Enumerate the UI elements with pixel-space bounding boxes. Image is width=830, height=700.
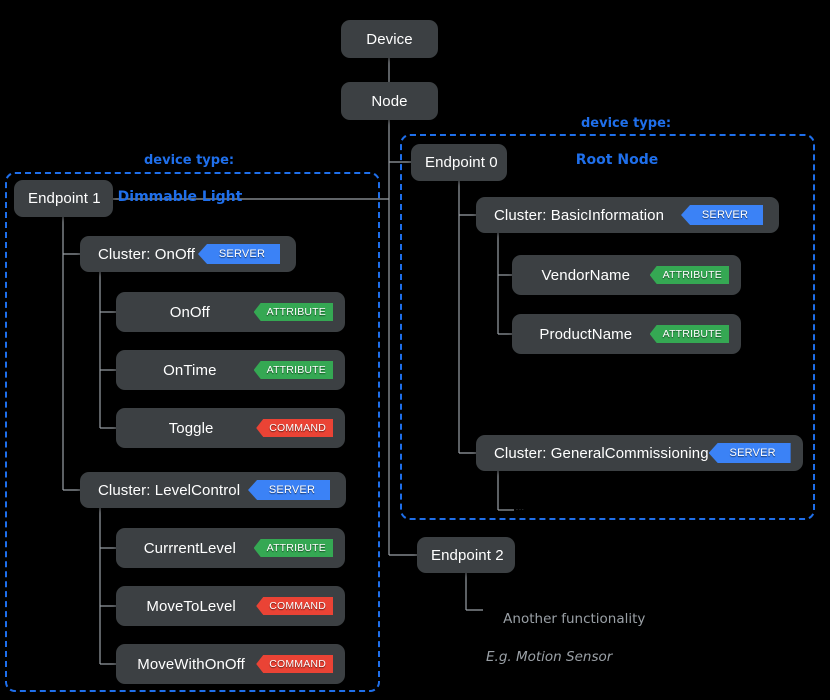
leaf-label: Toggle xyxy=(168,419,214,437)
group-label-dimmable-light: device type: Dimmable Light xyxy=(105,134,255,242)
node-command-movetolevel[interactable]: MoveToLevel COMMAND xyxy=(116,586,345,626)
node-attribute-currrentlevel[interactable]: CurrrentLevel ATTRIBUTE xyxy=(116,528,345,568)
node-command-movewithonoff[interactable]: MoveWithOnOff COMMAND xyxy=(116,644,345,684)
badge-slot: SERVER xyxy=(681,205,763,225)
badge-slot: COMMAND xyxy=(256,655,333,673)
group-frame-dimmable-light xyxy=(5,172,380,692)
node-device[interactable]: Device xyxy=(341,20,438,58)
node-cluster-generalcommissioning[interactable]: Cluster: GeneralCommissioning SERVER xyxy=(476,435,803,471)
badge-slot: ATTRIBUTE xyxy=(253,539,333,557)
group-label-line2: Dimmable Light xyxy=(117,189,243,205)
node-endpoint-0[interactable]: Endpoint 0 xyxy=(411,144,507,181)
badge-slot: ATTRIBUTE xyxy=(253,361,333,379)
badge-slot: SERVER xyxy=(198,244,280,264)
node-endpoint-0-label: Endpoint 0 xyxy=(425,154,498,171)
generalcommissioning-ellipsis: ... xyxy=(516,505,525,512)
endpoint-2-annotation: Another functionality E.g. Motion Sensor xyxy=(486,591,645,700)
node-attribute-vendorname[interactable]: VendorName ATTRIBUTE xyxy=(512,255,741,295)
node-endpoint-1[interactable]: Endpoint 1 xyxy=(14,180,113,217)
node-node[interactable]: Node xyxy=(341,82,438,120)
badge-command: COMMAND xyxy=(256,597,333,615)
annotation-line-2: E.g. Motion Sensor xyxy=(486,649,613,665)
badge-slot: ATTRIBUTE xyxy=(649,325,729,343)
badge-server: SERVER xyxy=(248,480,330,500)
badge-slot: ATTRIBUTE xyxy=(253,303,333,321)
badge-slot: SERVER xyxy=(248,480,330,500)
node-cluster-levelcontrol-label: Cluster: LevelControl xyxy=(98,481,241,499)
badge-attribute: ATTRIBUTE xyxy=(253,303,333,321)
badge-server: SERVER xyxy=(198,244,280,264)
badge-slot: ATTRIBUTE xyxy=(649,266,729,284)
badge-slot: COMMAND xyxy=(256,597,333,615)
group-label-line1: device type: xyxy=(143,153,235,168)
badge-command: COMMAND xyxy=(256,655,333,673)
node-node-label: Node xyxy=(371,92,408,110)
badge-command: COMMAND xyxy=(256,419,333,437)
badge-attribute: ATTRIBUTE xyxy=(649,325,729,343)
leaf-label: OnTime xyxy=(163,361,217,379)
badge-attribute: ATTRIBUTE xyxy=(253,539,333,557)
badge-attribute: ATTRIBUTE xyxy=(253,361,333,379)
badge-server: SERVER xyxy=(681,205,763,225)
group-label-line2: Root Node xyxy=(575,152,659,168)
leaf-label: OnOff xyxy=(169,303,210,321)
badge-slot: COMMAND xyxy=(256,419,333,437)
leaf-label: MoveWithOnOff xyxy=(137,655,245,673)
leaf-label: ProductName xyxy=(539,325,633,343)
group-label-line1: device type: xyxy=(580,116,672,131)
node-endpoint-1-label: Endpoint 1 xyxy=(28,190,101,207)
node-cluster-onoff[interactable]: Cluster: OnOff SERVER xyxy=(80,236,296,272)
annotation-line-1: Another functionality xyxy=(503,611,646,627)
node-attribute-ontime[interactable]: OnTime ATTRIBUTE xyxy=(116,350,345,390)
leaf-label: CurrrentLevel xyxy=(143,539,236,557)
node-cluster-onoff-label: Cluster: OnOff xyxy=(98,245,195,263)
node-cluster-generalcommissioning-label: Cluster: GeneralCommissioning xyxy=(494,444,709,462)
node-endpoint-2[interactable]: Endpoint 2 xyxy=(417,537,515,573)
badge-slot: SERVER xyxy=(708,443,791,463)
node-cluster-basicinformation-label: Cluster: BasicInformation xyxy=(494,206,665,224)
node-endpoint-2-label: Endpoint 2 xyxy=(431,546,504,564)
node-command-toggle[interactable]: Toggle COMMAND xyxy=(116,408,345,448)
group-frame-root-node xyxy=(400,134,815,520)
node-device-label: Device xyxy=(366,30,413,48)
node-cluster-basicinformation[interactable]: Cluster: BasicInformation SERVER xyxy=(476,197,779,233)
badge-attribute: ATTRIBUTE xyxy=(649,266,729,284)
leaf-label: MoveToLevel xyxy=(146,597,236,615)
badge-server: SERVER xyxy=(708,443,791,463)
node-attribute-onoff[interactable]: OnOff ATTRIBUTE xyxy=(116,292,345,332)
group-label-root-node: device type: Root Node xyxy=(532,97,702,205)
node-attribute-productname[interactable]: ProductName ATTRIBUTE xyxy=(512,314,741,354)
node-cluster-levelcontrol[interactable]: Cluster: LevelControl SERVER xyxy=(80,472,346,508)
leaf-label: VendorName xyxy=(541,266,631,284)
